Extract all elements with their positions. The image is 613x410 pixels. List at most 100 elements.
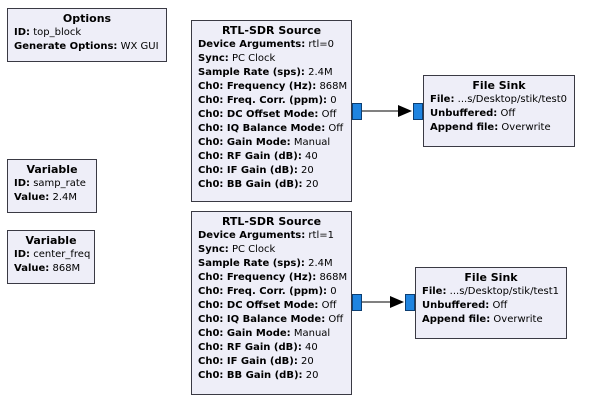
param-key: Sample Rate (sps):: [198, 258, 305, 269]
param-row: Generate Options: WX GUI: [14, 40, 166, 54]
param-key: Sample Rate (sps):: [198, 67, 305, 78]
file-sink-0-input-port[interactable]: [413, 103, 423, 120]
block-title: RTL-SDR Source: [221, 24, 322, 37]
param-key: Sync:: [198, 53, 229, 64]
param-key: Ch0: IF Gain (dB):: [198, 165, 298, 176]
param-value: ...s/Desktop/stik/test0: [457, 94, 568, 105]
param-key: Ch0: Gain Mode:: [198, 328, 291, 339]
param-row: Ch0: BB Gain (dB): 20: [198, 178, 351, 192]
param-row: Append file: Overwrite: [422, 313, 566, 327]
param-value: WX GUI: [120, 41, 159, 52]
param-row: Ch0: Freq. Corr. (ppm): 0: [198, 94, 351, 108]
param-row: Ch0: Gain Mode: Manual: [198, 327, 351, 341]
param-key: Unbuffered:: [430, 108, 498, 119]
param-value: 0: [330, 95, 337, 106]
param-row: Ch0: IQ Balance Mode: Off: [198, 122, 351, 136]
param-key: Ch0: IQ Balance Mode:: [198, 123, 326, 134]
param-row: Unbuffered: Off: [430, 107, 574, 121]
param-key: ID:: [14, 27, 31, 38]
param-key: Ch0: BB Gain (dB):: [198, 179, 303, 190]
param-row: Value: 868M: [14, 262, 94, 276]
variable-center-freq-block[interactable]: Variable ID: center_freq Value: 868M: [7, 230, 95, 284]
param-row: Ch0: BB Gain (dB): 20: [198, 369, 351, 383]
param-key: Ch0: IF Gain (dB):: [198, 356, 298, 367]
param-value: Overwrite: [501, 122, 551, 133]
param-value: Manual: [293, 328, 331, 339]
param-value: PC Clock: [231, 244, 276, 255]
param-key: Ch0: BB Gain (dB):: [198, 370, 303, 381]
param-value: Overwrite: [493, 314, 543, 325]
param-row: ID: top_block: [14, 26, 166, 40]
param-value: 2.4M: [52, 192, 77, 203]
param-row: Ch0: IQ Balance Mode: Off: [198, 313, 351, 327]
param-value: Manual: [293, 137, 331, 148]
param-row: Ch0: Frequency (Hz): 868M: [198, 80, 351, 94]
param-row: Ch0: RF Gain (dB): 40: [198, 341, 351, 355]
block-title: Variable: [25, 234, 77, 247]
connection-rtl0-to-sink0[interactable]: [362, 105, 412, 117]
param-key: Device Arguments:: [198, 39, 306, 50]
param-row: Sync: PC Clock: [198, 243, 351, 257]
param-key: Ch0: DC Offset Mode:: [198, 300, 319, 311]
param-value: 0: [330, 286, 337, 297]
rtl-sdr-source-0-output-port[interactable]: [352, 103, 362, 120]
param-key: Value:: [14, 263, 50, 274]
param-row: Ch0: RF Gain (dB): 40: [198, 150, 351, 164]
param-key: Ch0: Freq. Corr. (ppm):: [198, 286, 328, 297]
variable-samp-rate-block[interactable]: Variable ID: samp_rate Value: 2.4M: [7, 159, 97, 213]
block-title: Options: [62, 12, 112, 25]
file-sink-1-block[interactable]: File Sink File: ...s/Desktop/stik/test1 …: [415, 267, 567, 339]
param-key: Append file:: [430, 122, 499, 133]
param-value: 20: [301, 356, 314, 367]
param-row: Ch0: Frequency (Hz): 868M: [198, 271, 351, 285]
block-title: RTL-SDR Source: [221, 215, 322, 228]
rtl-sdr-source-1-output-port[interactable]: [352, 294, 362, 311]
options-block[interactable]: Options ID: top_block Generate Options: …: [7, 8, 167, 62]
param-value: Off: [328, 314, 344, 325]
param-value: rtl=1: [308, 230, 334, 241]
param-row: ID: samp_rate: [14, 177, 96, 191]
param-key: Append file:: [422, 314, 491, 325]
param-row: Sample Rate (sps): 2.4M: [198, 257, 351, 271]
rtl-sdr-source-1-block[interactable]: RTL-SDR Source Device Arguments: rtl=1 S…: [191, 211, 352, 395]
param-key: File:: [430, 94, 455, 105]
param-value: ...s/Desktop/stik/test1: [449, 286, 560, 297]
connection-rtl1-to-sink1[interactable]: [362, 296, 404, 308]
param-key: Ch0: Frequency (Hz):: [198, 81, 317, 92]
param-key: Value:: [14, 192, 50, 203]
param-row: File: ...s/Desktop/stik/test1: [422, 285, 566, 299]
param-value: 20: [305, 179, 319, 190]
param-row: Sync: PC Clock: [198, 52, 351, 66]
file-sink-0-block[interactable]: File Sink File: ...s/Desktop/stik/test0 …: [423, 75, 575, 147]
param-value: Off: [492, 300, 508, 311]
param-value: center_freq: [33, 249, 91, 260]
param-key: ID:: [14, 178, 31, 189]
param-key: Sync:: [198, 244, 229, 255]
param-row: Value: 2.4M: [14, 191, 96, 205]
param-value: 20: [301, 165, 314, 176]
param-key: Device Arguments:: [198, 230, 306, 241]
param-key: Ch0: RF Gain (dB):: [198, 342, 302, 353]
param-row: Ch0: Gain Mode: Manual: [198, 136, 351, 150]
param-key: Ch0: RF Gain (dB):: [198, 151, 302, 162]
param-row: Ch0: Freq. Corr. (ppm): 0: [198, 285, 351, 299]
param-key: Generate Options:: [14, 41, 118, 52]
param-row: Device Arguments: rtl=0: [198, 38, 351, 52]
param-key: ID:: [14, 249, 31, 260]
param-value: 20: [305, 370, 319, 381]
param-row: Ch0: DC Offset Mode: Off: [198, 299, 351, 313]
param-key: Ch0: DC Offset Mode:: [198, 109, 319, 120]
param-key: File:: [422, 286, 447, 297]
param-row: Ch0: IF Gain (dB): 20: [198, 355, 351, 369]
param-value: Off: [328, 123, 344, 134]
param-value: 2.4M: [308, 258, 333, 269]
param-value: 40: [305, 151, 318, 162]
param-key: Unbuffered:: [422, 300, 490, 311]
param-row: Ch0: DC Offset Mode: Off: [198, 108, 351, 122]
param-key: Ch0: Frequency (Hz):: [198, 272, 317, 283]
file-sink-1-input-port[interactable]: [405, 294, 415, 311]
rtl-sdr-source-0-block[interactable]: RTL-SDR Source Device Arguments: rtl=0 S…: [191, 20, 352, 202]
param-value: top_block: [33, 27, 82, 38]
